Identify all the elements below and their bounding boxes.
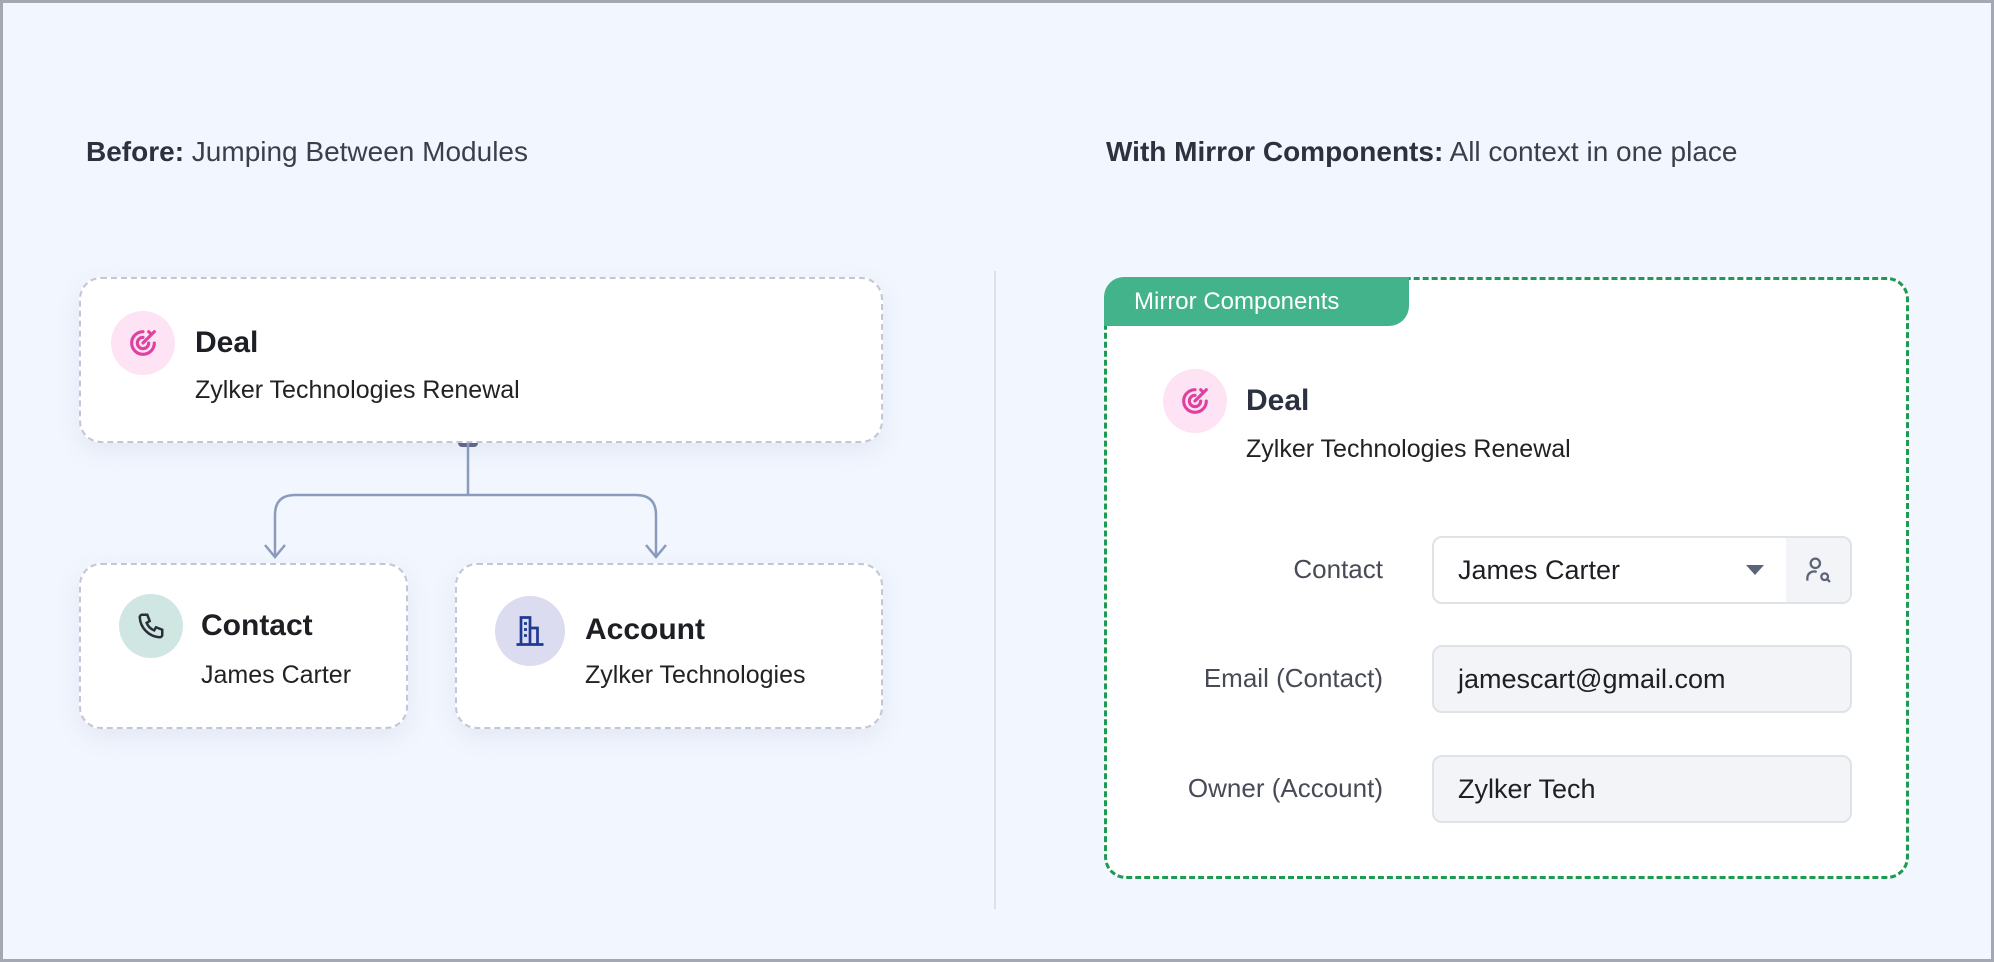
owner-label: Owner (Account) <box>1187 773 1383 803</box>
account-title: Account <box>585 613 705 646</box>
mirror-components-badge: Mirror Components <box>1104 277 1409 326</box>
email-label: Email (Contact) <box>1203 663 1383 693</box>
contact-value: James Carter <box>1458 554 1621 585</box>
target-icon <box>111 311 175 375</box>
owner-field[interactable]: Zylker Tech <box>1432 755 1852 823</box>
mirror-components-panel: Mirror Components Deal Zylker Technologi… <box>1104 277 1909 879</box>
after-heading: With Mirror Components: All context in o… <box>1106 136 1738 167</box>
chevron-down-icon[interactable] <box>1746 565 1764 575</box>
contact-label: Contact <box>1293 554 1383 584</box>
target-icon <box>1163 369 1227 433</box>
deal-card[interactable]: Deal Zylker Technologies Renewal <box>79 277 883 443</box>
contact-card[interactable]: Contact James Carter <box>79 563 408 729</box>
contact-title: Contact <box>201 609 313 642</box>
email-field[interactable]: jamescart@gmail.com <box>1432 645 1852 713</box>
contact-subtitle: James Carter <box>201 661 352 689</box>
deal-title: Deal <box>1246 384 1310 417</box>
before-heading: Before: Jumping Between Modules <box>86 136 528 167</box>
divider <box>994 271 996 909</box>
deal-title: Deal <box>195 326 259 359</box>
phone-icon <box>119 594 183 658</box>
contact-search-icon[interactable] <box>1786 538 1850 602</box>
deal-subtitle: Zylker Technologies Renewal <box>1246 435 1571 463</box>
deal-subtitle: Zylker Technologies Renewal <box>195 376 520 404</box>
account-card[interactable]: Account Zylker Technologies <box>455 563 883 729</box>
account-subtitle: Zylker Technologies <box>585 661 806 689</box>
contact-lookup-select[interactable]: James Carter <box>1432 536 1852 604</box>
building-icon <box>495 596 565 666</box>
